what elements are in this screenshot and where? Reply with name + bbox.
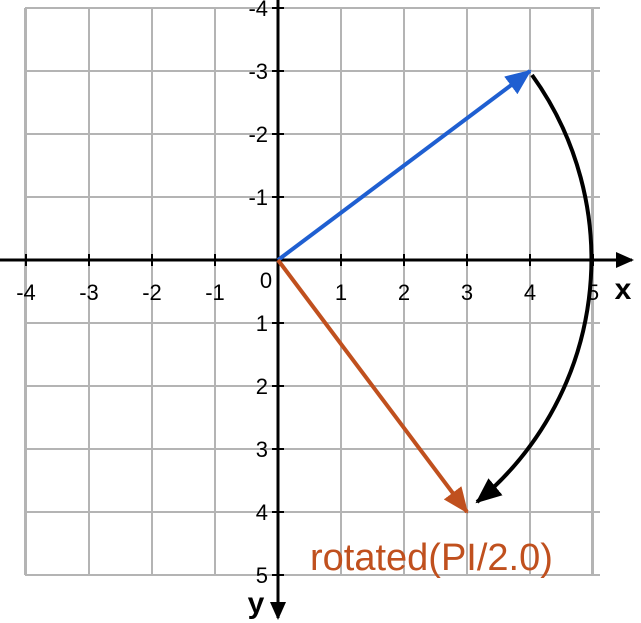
- y-tick-label: -2: [248, 122, 268, 147]
- x-axis-label: x: [615, 273, 632, 306]
- x-tick-label: 2: [398, 280, 410, 305]
- y-axis-label: y: [248, 587, 265, 620]
- grid-lines: [24, 7, 600, 576]
- x-tick-label: 1: [335, 280, 347, 305]
- y-tick-label: -3: [248, 59, 268, 84]
- y-tick-label: -1: [248, 185, 268, 210]
- x-tick-label: 3: [461, 280, 473, 305]
- x-tick-label: -2: [142, 280, 162, 305]
- y-tick-label: 4: [256, 500, 268, 525]
- origin-label: 0: [260, 268, 272, 293]
- x-tick-label: 4: [524, 280, 536, 305]
- y-tick-label: 1: [256, 311, 268, 336]
- rotation-arc-arrow: [475, 73, 594, 504]
- y-tick-label: -4: [248, 0, 268, 21]
- original-vector-arrow: [276, 69, 532, 262]
- x-tick-label: -4: [16, 280, 36, 305]
- rotation-caption: rotated(PI/2.0): [310, 537, 553, 579]
- y-tick-labels: -4 -3 -2 -1 1 2 3 4 5: [248, 0, 284, 588]
- rotated-vector-arrow: [276, 258, 469, 514]
- x-tick-label: -1: [205, 280, 225, 305]
- y-tick-label: 5: [256, 563, 268, 588]
- x-tick-label: -3: [79, 280, 99, 305]
- y-tick-label: 2: [256, 374, 268, 399]
- y-tick-label: 3: [256, 437, 268, 462]
